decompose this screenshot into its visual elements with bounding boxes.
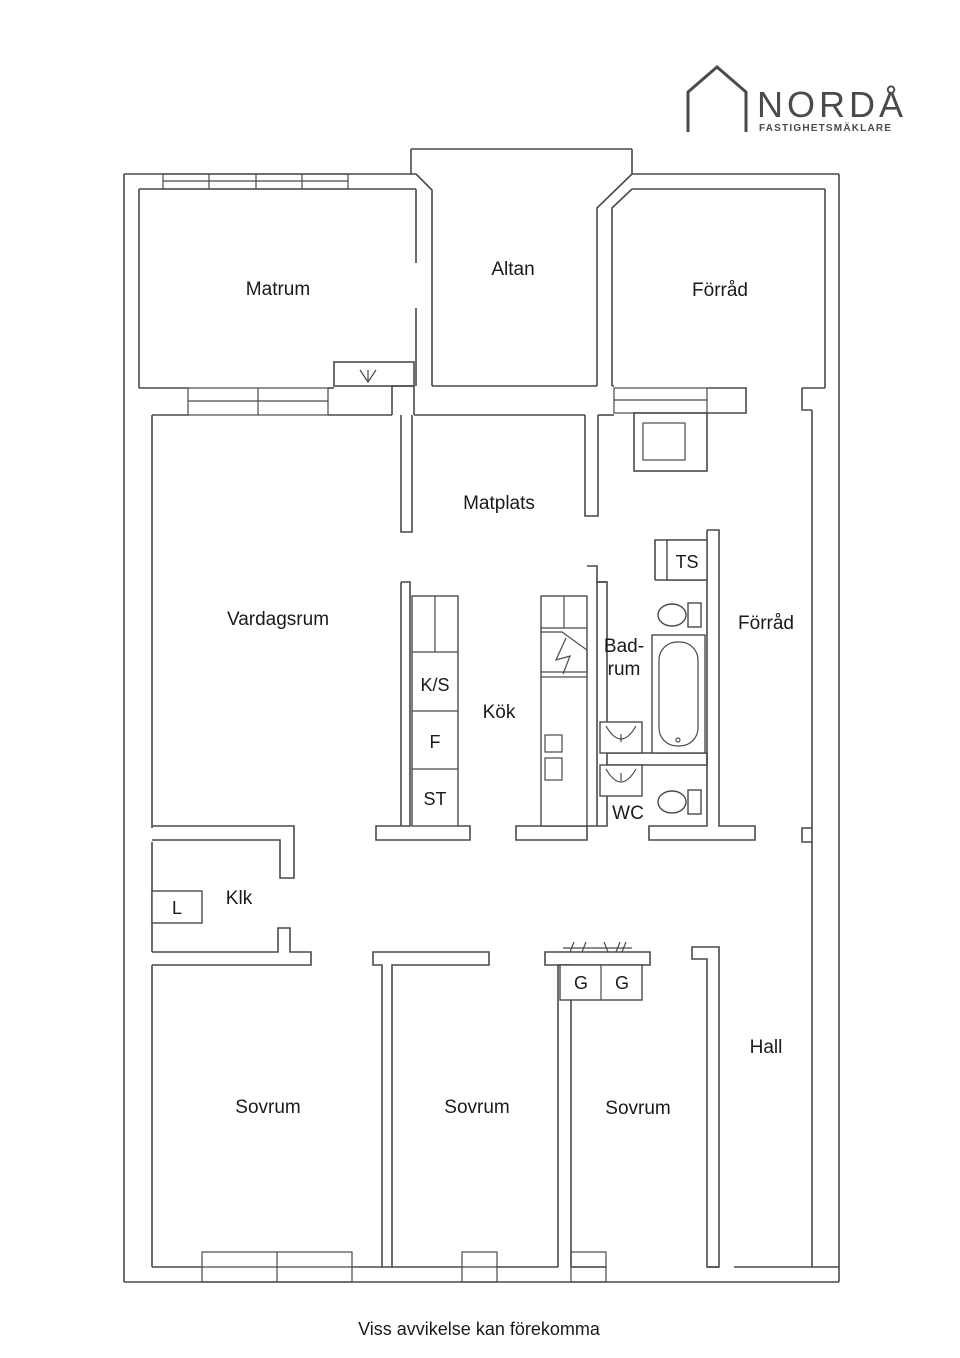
- room-forrad-right: Förråd: [738, 613, 794, 634]
- room-badrum-line1: Bad-: [604, 636, 644, 657]
- ts-box: [666, 539, 708, 581]
- bathroom-fixtures: TS: [599, 539, 708, 815]
- other-fixtures: L G G: [151, 890, 643, 1001]
- room-forrad-top: Förråd: [692, 280, 748, 301]
- room-labels: Matrum Altan Förråd Matplats Vardagsrum …: [226, 259, 794, 1119]
- l-label: L: [172, 898, 182, 918]
- fridge-freezer-label: K/S: [420, 675, 449, 695]
- room-matrum: Matrum: [246, 279, 310, 300]
- bathtub-icon: [651, 634, 706, 754]
- disclaimer-text: Viss avvikelse kan förekomma: [358, 1319, 601, 1339]
- toilet-icon: [657, 789, 702, 815]
- room-altan: Altan: [491, 259, 534, 280]
- room-hall: Hall: [750, 1037, 783, 1058]
- toilet-icon: [657, 602, 702, 628]
- house-icon: [686, 65, 748, 132]
- wardrobe-label-2: G: [615, 973, 629, 993]
- kitchen-fixtures: K/S F ST: [411, 595, 588, 827]
- room-wc: WC: [612, 803, 644, 824]
- room-sovrum-1: Sovrum: [235, 1097, 300, 1118]
- room-badrum-line2: rum: [608, 659, 641, 680]
- freezer-label: F: [430, 732, 441, 752]
- logo-name: NORDÅ: [757, 84, 907, 125]
- right-counter: [540, 595, 588, 827]
- l-box: [151, 890, 203, 924]
- room-matplats: Matplats: [463, 493, 535, 514]
- windows: [162, 173, 708, 1283]
- laundry-cabinet-label: TS: [675, 552, 698, 572]
- logo-tagline: FASTIGHETSMÄKLARE: [759, 121, 892, 134]
- room-kok: Kök: [483, 702, 516, 723]
- room-vardagsrum: Vardagsrum: [227, 609, 329, 630]
- sink-icon: [599, 764, 643, 797]
- room-sovrum-3: Sovrum: [605, 1098, 670, 1119]
- pantry-label: ST: [423, 789, 446, 809]
- wardrobe-label-1: G: [574, 973, 588, 993]
- sink-icon: [599, 721, 643, 754]
- room-sovrum-2: Sovrum: [444, 1097, 509, 1118]
- room-klk: Klk: [226, 888, 253, 909]
- nordå-logo: NORDÅ FASTIGHETSMÄKLARE: [686, 65, 907, 134]
